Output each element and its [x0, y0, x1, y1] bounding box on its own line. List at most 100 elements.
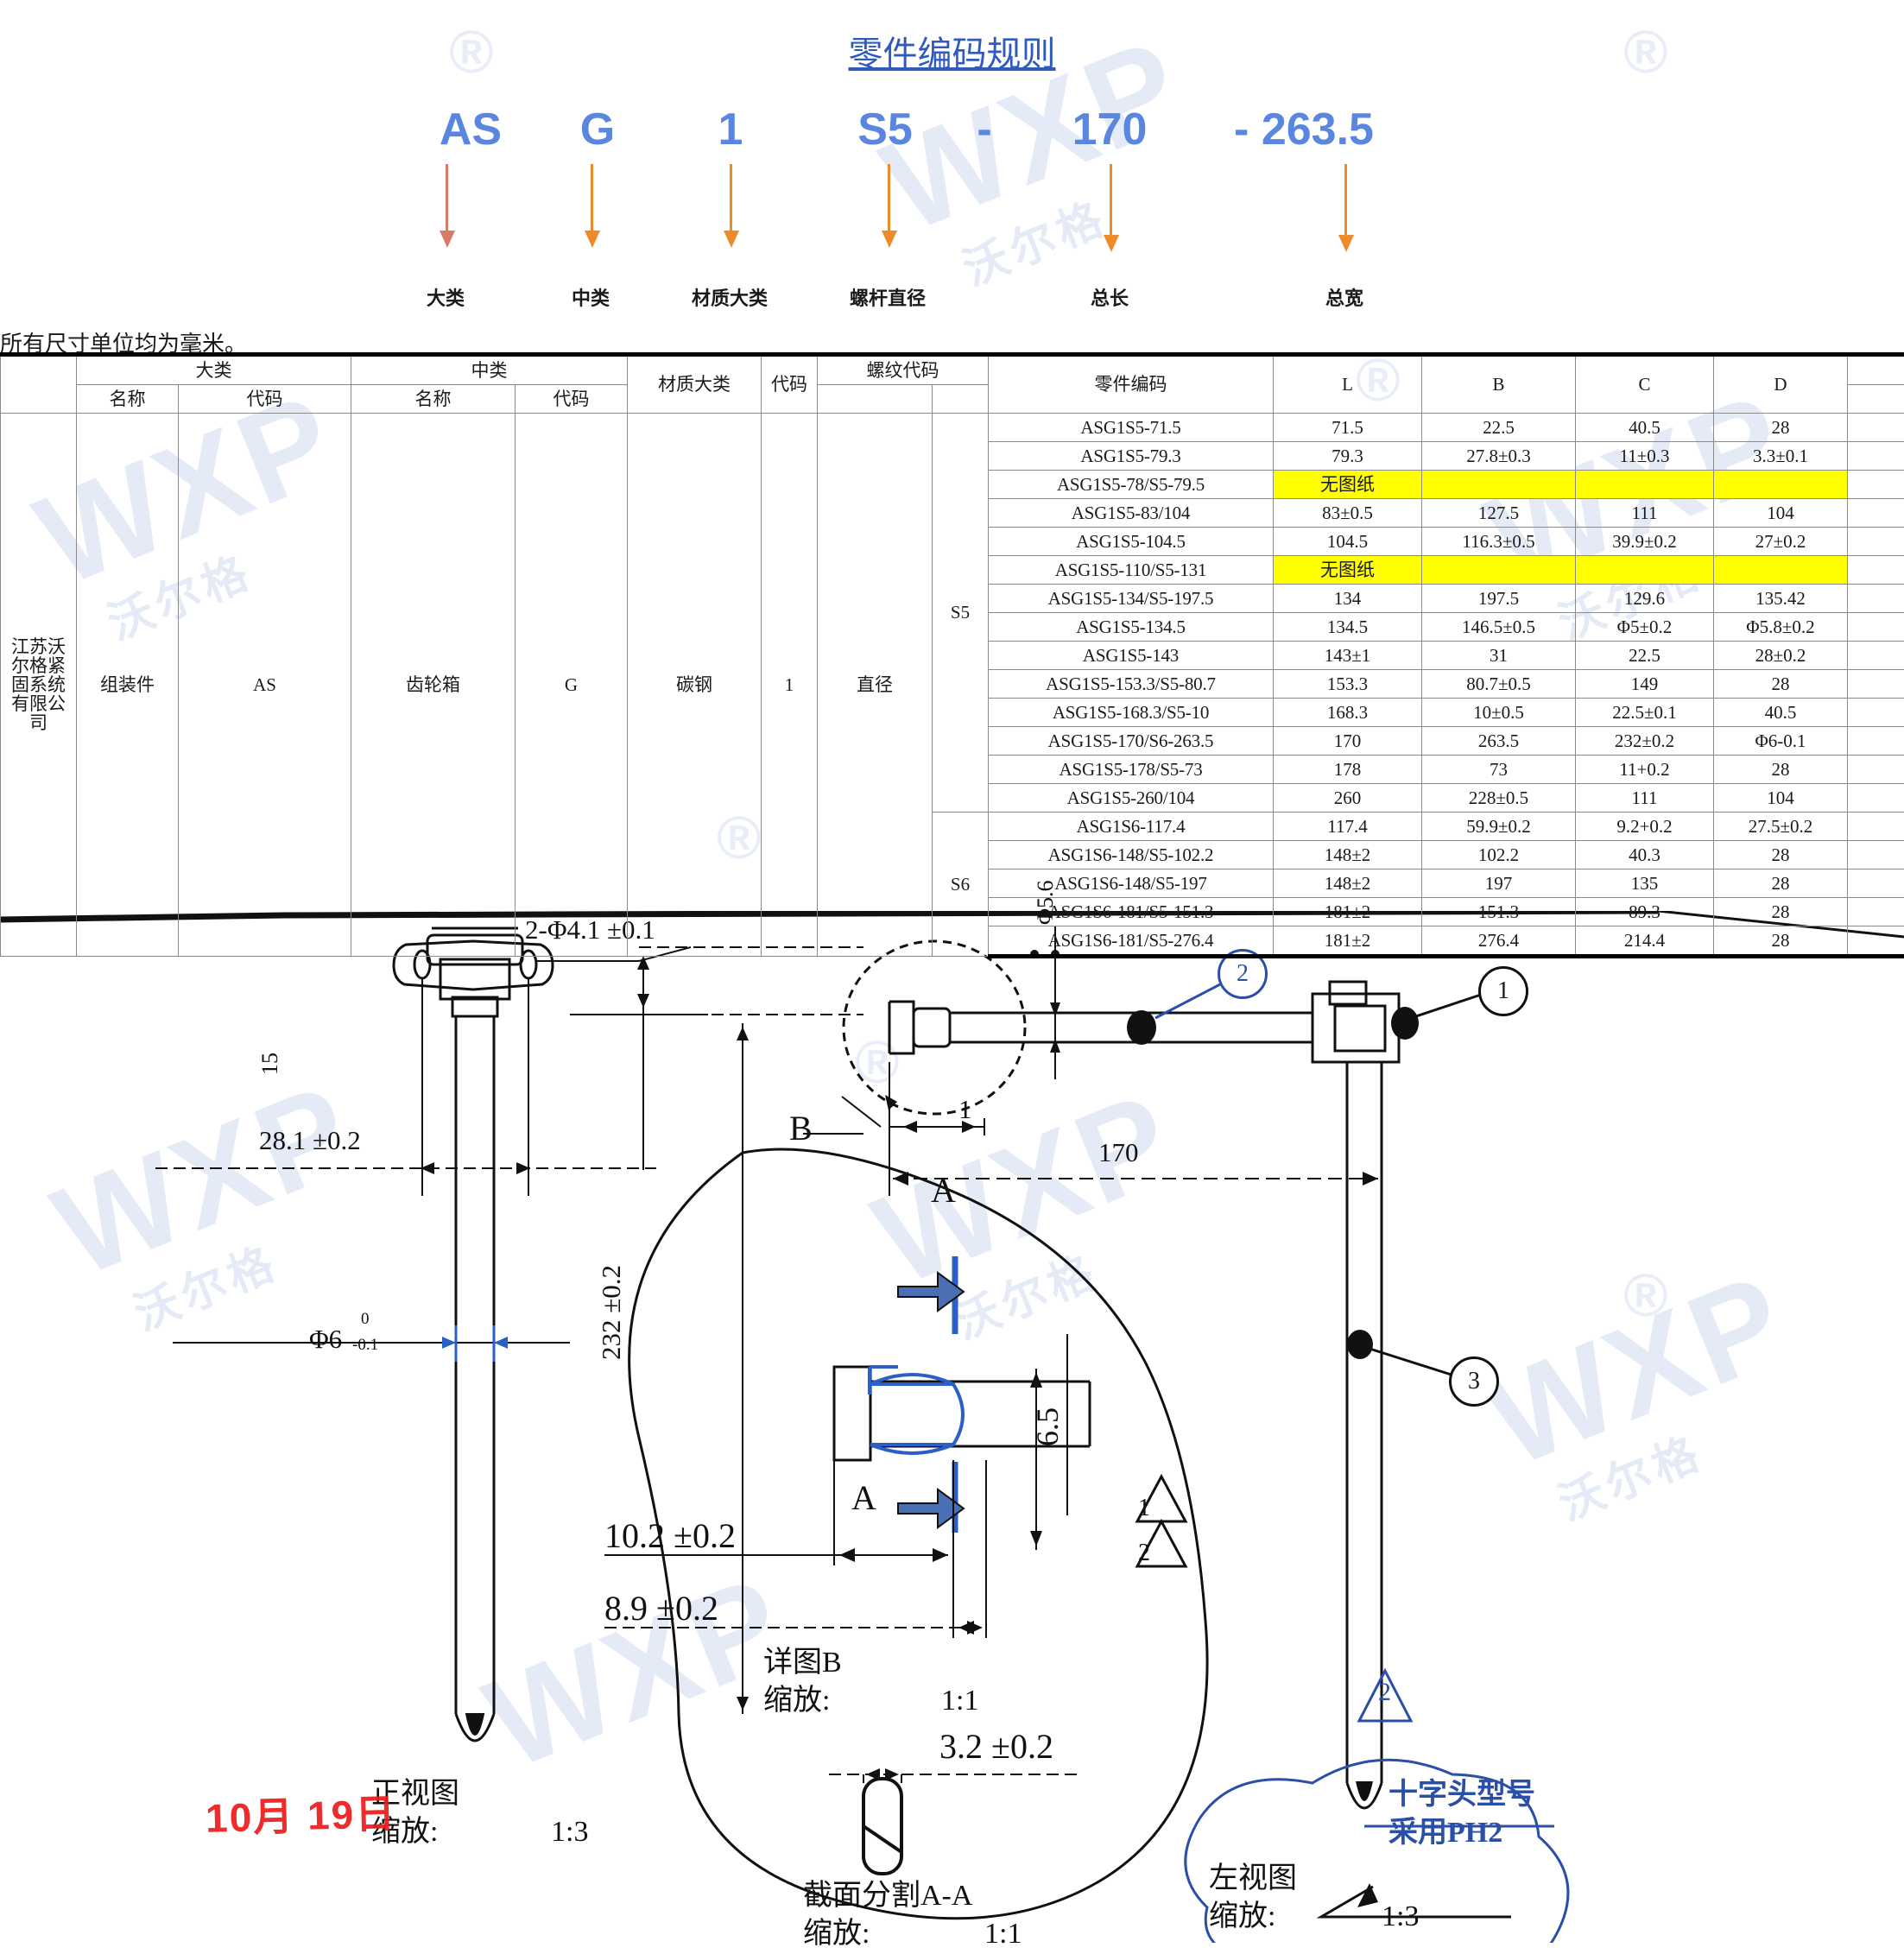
cell-part-number: ASG1S5-79.3: [989, 442, 1274, 471]
section-label-A-top: A: [931, 1170, 956, 1211]
code-token-material: 1: [718, 104, 743, 155]
code-token-length: 170: [1072, 104, 1148, 155]
callout-label-length: 总长: [1091, 283, 1129, 311]
cell-plating-1: /: [1848, 699, 1904, 727]
callout-arrow-group: [0, 164, 1904, 268]
header-cell-threadcode: 螺纹代码: [818, 355, 989, 385]
cell-plating-1: /: [1848, 841, 1904, 869]
cell-D: Φ5.8±0.2: [1714, 613, 1848, 642]
cell-D: [1714, 556, 1848, 585]
cell-L: 153.3: [1274, 670, 1422, 699]
callout-label-major: 大类: [427, 283, 465, 311]
cell-D: 28: [1714, 869, 1848, 898]
cell-plating-1: /: [1848, 585, 1904, 613]
cell-L: 170: [1274, 727, 1422, 756]
cell-C: Φ5±0.2: [1576, 613, 1714, 642]
cell-group-s5: S5: [933, 414, 989, 813]
cell-B: 22.5: [1422, 414, 1576, 442]
cell-plating-1: /: [1848, 642, 1904, 670]
header-cell-matcode: 代码: [762, 355, 818, 414]
cell-B: 263.5: [1422, 727, 1576, 756]
cell-B: 102.2: [1422, 841, 1576, 869]
cell-C: 40.5: [1576, 414, 1714, 442]
cell-C: 111: [1576, 784, 1714, 813]
cell-C: 11±0.3: [1576, 442, 1714, 471]
header-cell-C: C: [1576, 355, 1714, 414]
dim-6-5: 6.5: [1029, 1407, 1066, 1446]
cell-C: 11+0.2: [1576, 756, 1714, 784]
dim-1: 1: [958, 1094, 972, 1125]
date-stamp: 10月 19日: [205, 1782, 397, 1844]
cell-material: 碳钢: [628, 414, 762, 957]
cell-plating-1: /: [1848, 898, 1904, 926]
cell-part-number: ASG1S5-134/S5-197.5: [989, 585, 1274, 613]
cell-B: 80.7±0.5: [1422, 670, 1576, 699]
cell-part-number: ASG1S6-181/S5-276.4: [989, 926, 1274, 957]
cell-B: [1422, 556, 1576, 585]
cell-part-number: ASG1S5-170/S6-263.5: [989, 727, 1274, 756]
header-cell-plating: 镀层: [1848, 355, 1904, 385]
header-cell-major-code: 代码: [179, 385, 351, 414]
detail-b-caption: 详图B: [763, 1643, 842, 1683]
dim-phi-6-tol-upper: 0: [361, 1310, 370, 1329]
units-note: 所有尺寸单位均为毫米。: [0, 326, 247, 358]
cell-L: 168.3: [1274, 699, 1422, 727]
triangle-mark-1: 1: [1138, 1495, 1150, 1522]
cell-middle-code: G: [516, 414, 628, 957]
cell-plating-1: /: [1848, 499, 1904, 528]
cell-D: 28: [1714, 898, 1848, 926]
cell-middle-name: 齿轮箱: [351, 414, 516, 957]
cell-company: 江苏沃尔格紧固系统有限公司: [1, 414, 77, 957]
cell-part-number: ASG1S6-117.4: [989, 813, 1274, 841]
cell-L: 117.4: [1274, 813, 1422, 841]
callout-arrow-width: [1344, 164, 1347, 237]
cell-part-number: ASG1S5-178/S5-73: [989, 756, 1274, 784]
cell-C: 149: [1576, 670, 1714, 699]
cell-L: 134: [1274, 585, 1422, 613]
cell-D: 28: [1714, 414, 1848, 442]
cell-material-code: 1: [762, 414, 818, 957]
front-view-scale-value: 1:3: [551, 1812, 588, 1852]
cell-D: 3.3±0.1: [1714, 442, 1848, 471]
cell-D: [1714, 471, 1848, 499]
cell-part-number: ASG1S5-110/S5-131: [989, 556, 1274, 585]
cell-D: 27.5±0.2: [1714, 813, 1848, 841]
header-cell-L: L: [1274, 355, 1422, 414]
cell-C: 9.2+0.2: [1576, 813, 1714, 841]
cell-C: 214.4: [1576, 926, 1714, 957]
cell-L: 143±1: [1274, 642, 1422, 670]
dim-10-2: 10.2 ±0.2: [604, 1515, 736, 1556]
cell-C: 111: [1576, 499, 1714, 528]
header-cell-partnumber: 零件编码: [989, 355, 1274, 414]
header-cell-middle: 中类: [351, 355, 628, 385]
header-cell-major: 大类: [77, 355, 351, 385]
cell-plating-1: /: [1848, 926, 1904, 957]
code-token-dash: -: [977, 104, 991, 155]
cell-C: [1576, 471, 1714, 499]
header-cell-material: 材质大类: [628, 355, 762, 414]
code-token-width: - 263.5: [1234, 104, 1374, 155]
cell-plating-1: /: [1848, 727, 1904, 756]
cell-part-number: ASG1S5-168.3/S5-10: [989, 699, 1274, 727]
cell-D: 104: [1714, 784, 1848, 813]
cell-D: 28: [1714, 841, 1848, 869]
cell-plating-1: /: [1848, 670, 1904, 699]
cell-L: 83±0.5: [1274, 499, 1422, 528]
code-token-middle: G: [580, 104, 615, 155]
cell-B: 31: [1422, 642, 1576, 670]
cell-L: 148±2: [1274, 869, 1422, 898]
cell-C: [1576, 556, 1714, 585]
cell-major-name: 组装件: [77, 414, 179, 957]
cell-plating-1: /: [1848, 528, 1904, 556]
handwritten-note-line1: 十字头型号: [1388, 1776, 1535, 1814]
cell-L: 178: [1274, 756, 1422, 784]
cell-part-number: ASG1S6-148/S5-102.2: [989, 841, 1274, 869]
code-token-row: AS G 1 S5 - 170 - 263.5: [0, 104, 1904, 164]
cell-L: 无图纸: [1274, 471, 1422, 499]
cell-plating-1: /: [1848, 613, 1904, 642]
dim-15: 15: [257, 1053, 283, 1075]
cell-L: 148±2: [1274, 841, 1422, 869]
cell-B: 228±0.5: [1422, 784, 1576, 813]
cell-plating-1: /: [1848, 813, 1904, 841]
